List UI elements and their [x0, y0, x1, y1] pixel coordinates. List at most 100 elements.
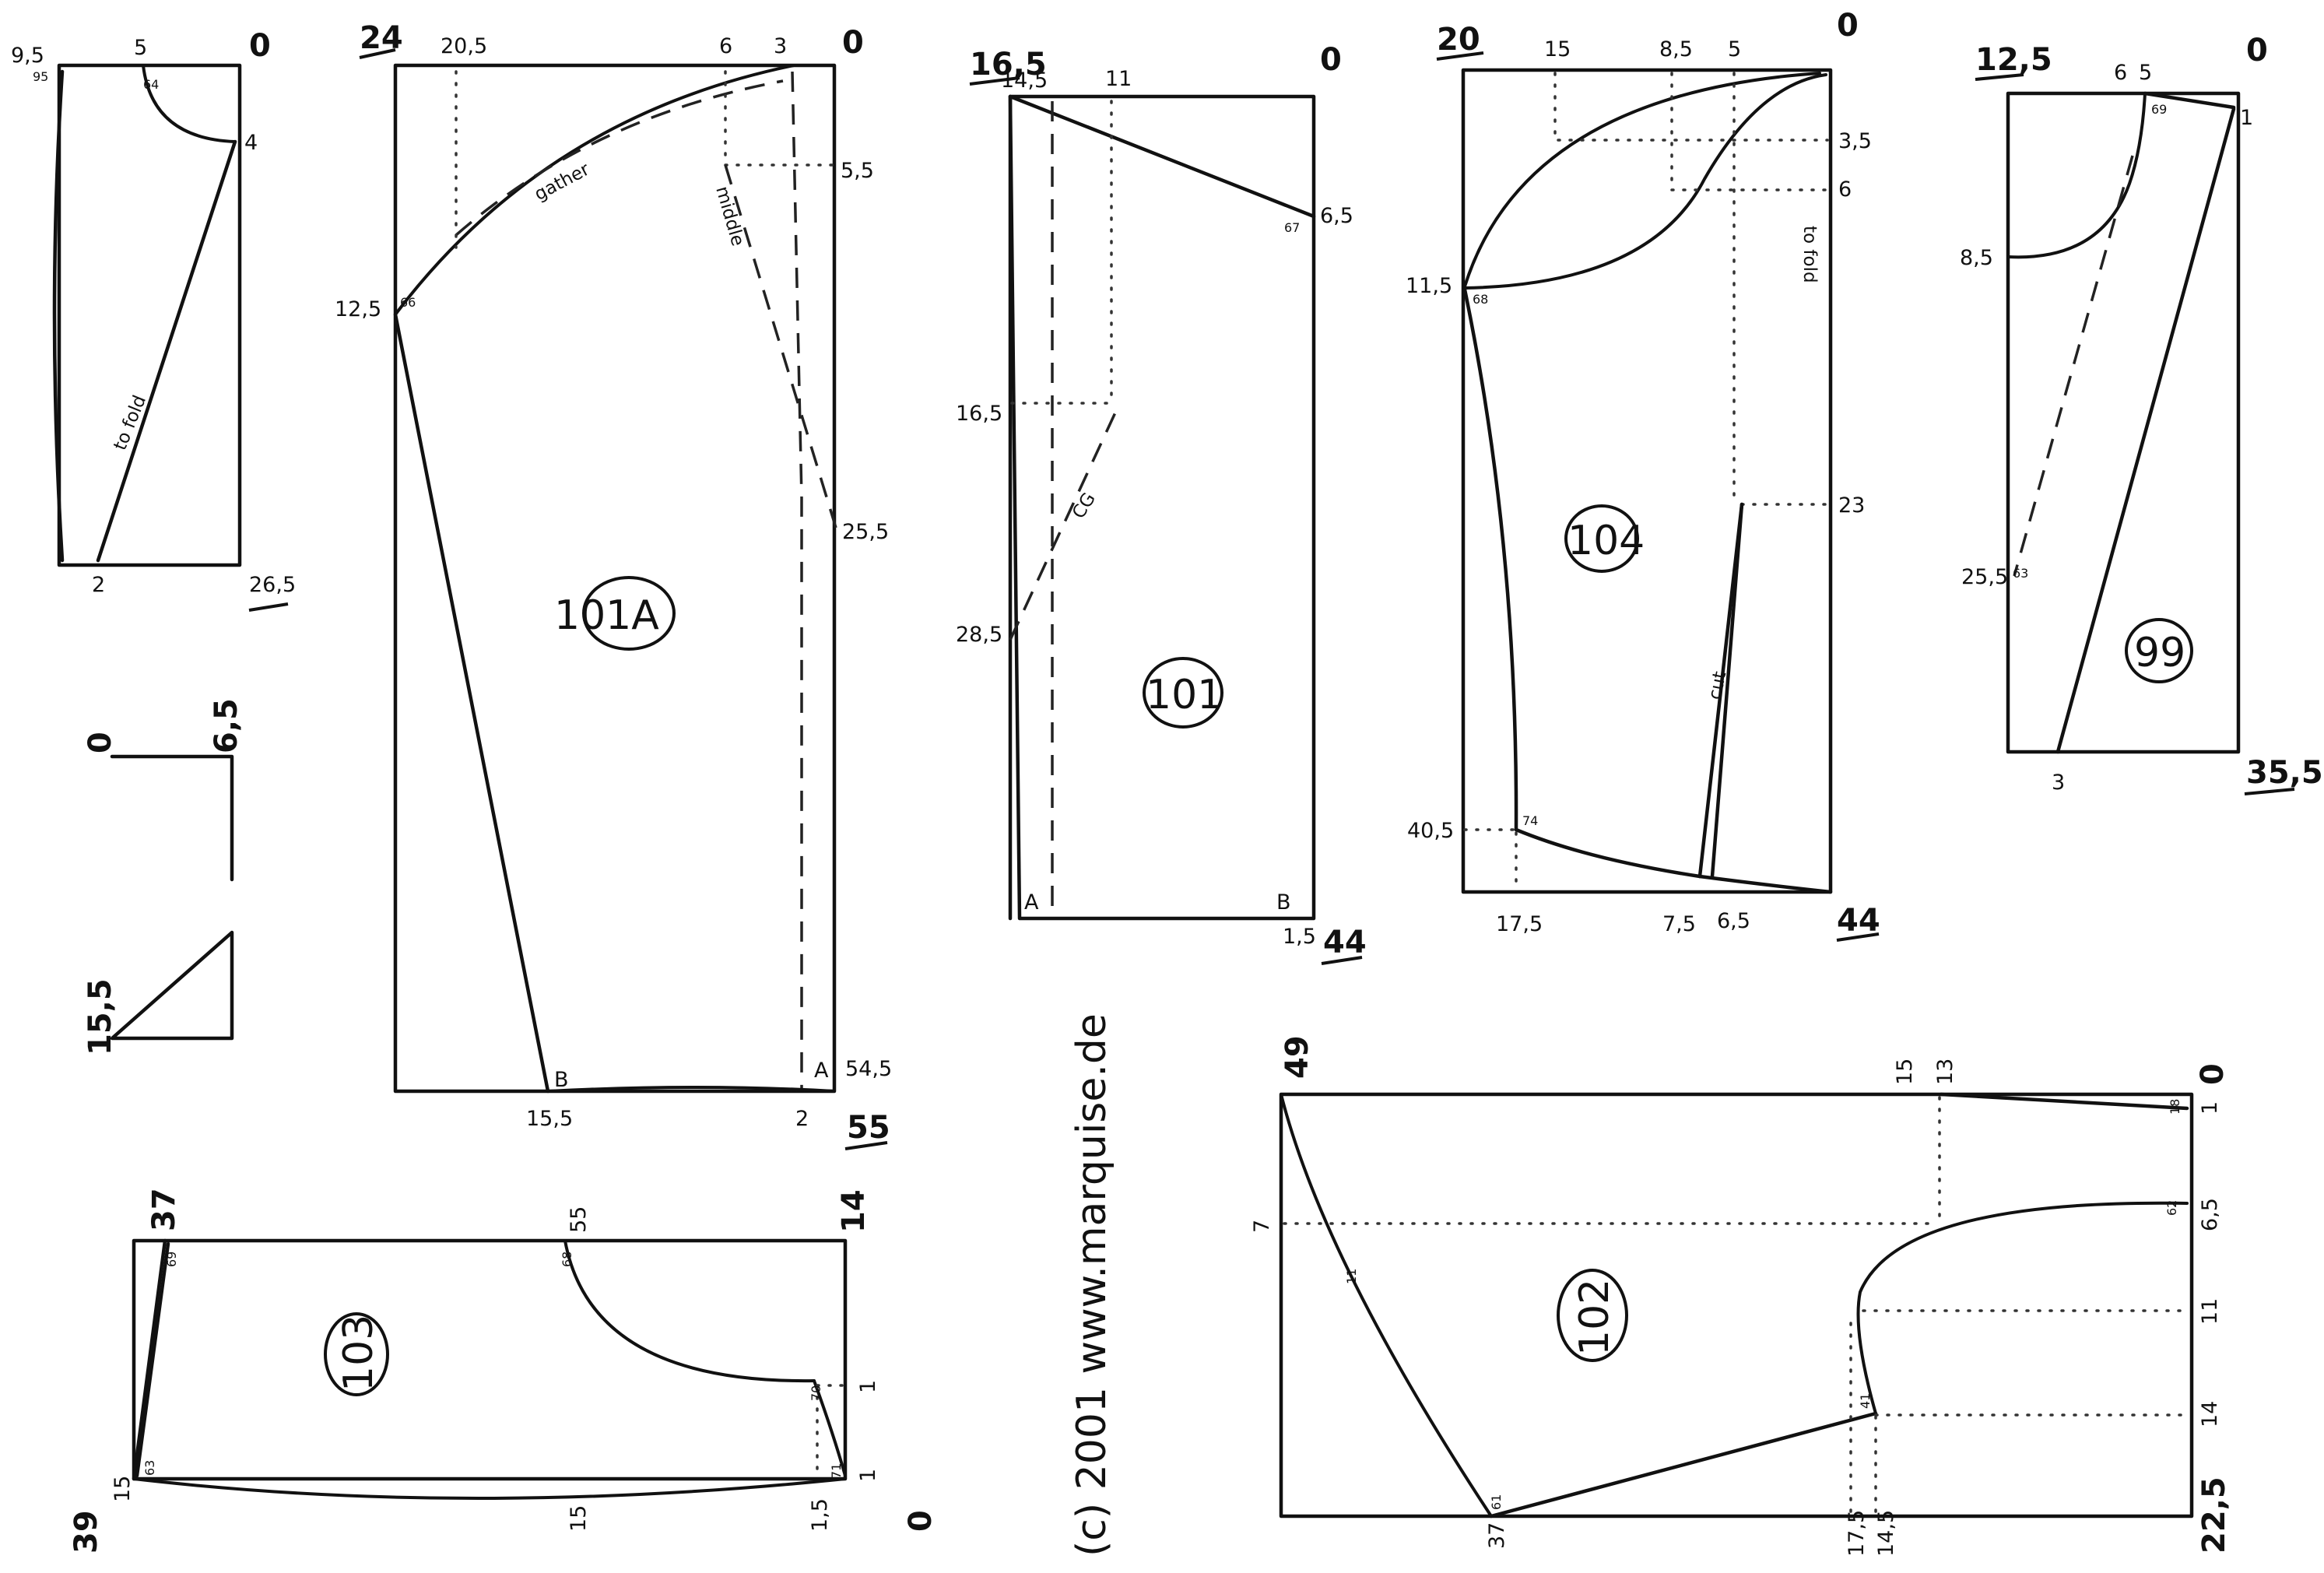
- point-number: 70: [809, 1385, 823, 1401]
- cg-note: CG: [1069, 490, 1100, 523]
- corner-label: 24: [360, 20, 403, 56]
- top-mark: 13: [1933, 1059, 1957, 1085]
- bottom-mark: 15,5: [526, 1107, 573, 1131]
- corner-label: 22,5: [2196, 1476, 2232, 1554]
- bottom-mark: 1,5: [808, 1498, 832, 1532]
- point-mark: A: [1024, 890, 1039, 915]
- corner-label: 6,5: [209, 698, 244, 753]
- top-mark: 5: [134, 36, 147, 60]
- corner-label: 9,5: [11, 44, 44, 68]
- right-mark: 1: [856, 1469, 880, 1482]
- corner-label: 55: [847, 1110, 890, 1146]
- pattern-piece-101: 16,5 14,5 11 0 6,5 67 16,5 28,5 44 1,5 A…: [956, 42, 1367, 965]
- bottom-mark: 15: [567, 1505, 591, 1532]
- right-mark: 54,5: [845, 1057, 892, 1081]
- piece-number: 99: [2134, 630, 2185, 676]
- left-mark: 15: [111, 1476, 135, 1502]
- point-number: 41: [1858, 1393, 1873, 1409]
- right-mark: 1: [2198, 1101, 2222, 1115]
- corner-label: 12,5: [1975, 42, 2052, 78]
- gather-note: gather: [532, 159, 594, 205]
- bottom-mark: 6,5: [1717, 909, 1750, 933]
- point-number: 63: [142, 1460, 157, 1476]
- piece-number: 103: [335, 1315, 382, 1392]
- point-number: 62: [2164, 1200, 2179, 1216]
- point-number: 63: [2013, 566, 2028, 581]
- pattern-piece-95: 9,5 95 5 64 0 4 2 26,5 to fold: [11, 28, 296, 612]
- pattern-piece-rect: 0 6,5 15,5: [82, 698, 244, 1055]
- left-mark: 7: [1250, 1220, 1274, 1233]
- corner-label: 0: [2195, 1063, 2231, 1085]
- corner-label: 37: [146, 1188, 182, 1231]
- left-mark: 25,5: [1961, 565, 2008, 589]
- left-mark: 40,5: [1407, 819, 1454, 843]
- corner-label: 0: [2246, 33, 2268, 68]
- top-mark: 14,5: [1001, 68, 1048, 93]
- right-mark: 4: [244, 131, 258, 155]
- right-mark: 3,5: [1838, 129, 1872, 153]
- point-number: 67: [1284, 220, 1300, 235]
- corner-label: 14: [836, 1189, 872, 1233]
- bottom-mark: 17,5: [1845, 1510, 1869, 1557]
- point-number: 18: [2168, 1099, 2182, 1115]
- top-mark: 55: [567, 1206, 591, 1233]
- top-mark: 3: [774, 34, 787, 58]
- corner-label: 35,5: [2246, 755, 2323, 791]
- left-mark: 8,5: [1960, 246, 1993, 270]
- point-mark: B: [1276, 890, 1291, 915]
- right-mark: 23: [1838, 493, 1865, 518]
- piece-number: 102: [1571, 1279, 1618, 1356]
- point-number: 68: [1473, 292, 1488, 307]
- corner-label: 0: [1837, 8, 1859, 44]
- point-mark: B: [554, 1068, 569, 1092]
- corner-label: 15,5: [82, 978, 118, 1055]
- corner-label: 0: [82, 732, 118, 753]
- right-mark: 11: [2198, 1298, 2222, 1325]
- top-mark: 11: [1105, 67, 1132, 91]
- corner-label: 39: [68, 1510, 104, 1554]
- bottom-mark: 37: [1485, 1522, 1509, 1549]
- point-number: 69: [164, 1252, 179, 1267]
- piece-number: 101A: [554, 592, 659, 639]
- left-mark: 11,5: [1406, 274, 1452, 298]
- point-number: 69: [2151, 102, 2167, 117]
- bottom-mark: 1,5: [1283, 925, 1316, 949]
- pattern-piece-101a: 24 20,5 6 3 0 5,5 12,5 66 25,5 15,5 2 55…: [335, 20, 892, 1150]
- left-mark: 16,5: [956, 402, 1002, 426]
- right-mark: 25,5: [842, 520, 889, 544]
- corner-label: 16,5: [970, 47, 1047, 83]
- middle-note: middle: [711, 184, 748, 248]
- point-number: 64: [143, 77, 159, 92]
- corner-label: 0: [903, 1510, 939, 1532]
- bottom-mark: 17,5: [1496, 912, 1543, 936]
- corner-label: 0: [249, 28, 271, 64]
- corner-label: 0: [842, 25, 864, 61]
- right-mark: 1: [856, 1380, 880, 1393]
- piece-number: 104: [1567, 518, 1645, 564]
- bottom-mark: 2: [795, 1107, 809, 1131]
- corner-label: 0: [1320, 42, 1342, 78]
- point-number: 68: [560, 1252, 574, 1267]
- point-mark: A: [814, 1059, 829, 1083]
- corner-label: 44: [1323, 925, 1367, 960]
- top-mark: 6: [2114, 61, 2127, 85]
- right-mark: 6,5: [2198, 1198, 2222, 1231]
- point-number: 95: [33, 69, 48, 84]
- right-mark: 6,5: [1320, 204, 1353, 228]
- piece-number: 101: [1146, 672, 1223, 718]
- bottom-mark: 3: [2052, 771, 2065, 795]
- pattern-piece-99: 12,5 6 5 0 1 69 8,5 25,5 63 3 35,5 99: [1960, 33, 2323, 795]
- corner-label: 20: [1437, 22, 1480, 58]
- top-mark: 15: [1893, 1059, 1917, 1085]
- point-number: 66: [400, 295, 416, 310]
- point-number: 11: [1344, 1269, 1359, 1284]
- left-mark: 12,5: [335, 297, 381, 321]
- point-number: 74: [1522, 813, 1538, 828]
- corner-label: 26,5: [249, 573, 296, 597]
- corner-label: 44: [1837, 903, 1880, 939]
- pattern-piece-103: 37 69 55 68 14 1 70 1 71 15 63 39 15 1,5…: [68, 1188, 939, 1554]
- point-number: 61: [1489, 1494, 1504, 1510]
- right-mark: 14: [2198, 1401, 2222, 1427]
- corner-label: 49: [1280, 1035, 1315, 1079]
